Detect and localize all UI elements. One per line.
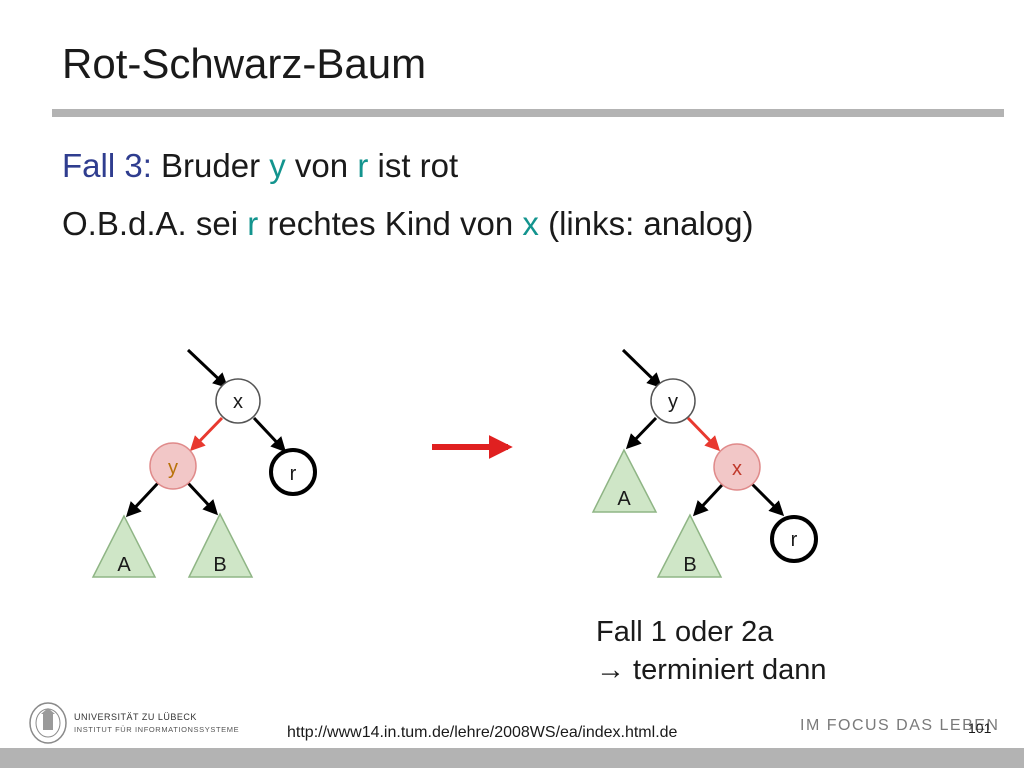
slogan: IM FOCUS DAS LEBEN bbox=[800, 717, 1000, 734]
right-label-B: B bbox=[683, 554, 696, 576]
left-edge-x-r bbox=[252, 416, 287, 453]
right-edge-y-A bbox=[625, 416, 658, 450]
left-label-r: r bbox=[290, 463, 297, 485]
right-subtree-A bbox=[591, 448, 658, 513]
right-incoming-edge bbox=[621, 348, 663, 389]
assumption-text-3: (links: analog) bbox=[538, 205, 754, 242]
var-r-2: r bbox=[247, 205, 259, 242]
title-divider bbox=[52, 109, 1004, 117]
assumption-description: O.B.d.A. sei r rechtes Kind von x (links… bbox=[62, 204, 754, 244]
left-incoming-edge bbox=[186, 348, 229, 389]
left-subtree-B bbox=[187, 512, 254, 578]
right-label-r: r bbox=[791, 529, 798, 551]
assumption-text-2: rechtes Kind von bbox=[258, 205, 523, 242]
institute-name: INSTITUT FÜR INFORMATIONSSYSTEME bbox=[74, 725, 240, 734]
right-tree bbox=[591, 348, 818, 578]
var-x: x bbox=[522, 205, 539, 242]
left-edge-x-y bbox=[189, 416, 224, 452]
right-label-y: y bbox=[668, 391, 678, 413]
left-edge-y-B bbox=[186, 481, 219, 516]
assumption-text-1: O.B.d.A. sei bbox=[62, 205, 248, 242]
left-label-A: A bbox=[117, 554, 131, 576]
case-text-3: ist rot bbox=[368, 147, 459, 184]
right-node-y bbox=[650, 378, 696, 424]
case-label: Fall 3: bbox=[62, 147, 152, 184]
university-name: UNIVERSITÄT ZU LÜBECK bbox=[74, 712, 197, 722]
right-label-A: A bbox=[617, 488, 631, 510]
right-edge-x-B bbox=[692, 483, 724, 517]
left-subtree-A bbox=[91, 514, 157, 578]
left-tree bbox=[91, 348, 317, 578]
left-node-x bbox=[215, 378, 261, 424]
case-description: Fall 3: Bruder y von r ist rot bbox=[62, 146, 458, 186]
right-node-x bbox=[713, 443, 761, 491]
result-note-line1: Fall 1 oder 2a bbox=[596, 616, 774, 648]
page-number: 101 bbox=[968, 720, 992, 736]
left-label-x: x bbox=[233, 391, 243, 413]
footer-bar bbox=[0, 748, 1024, 768]
var-r: r bbox=[357, 147, 369, 184]
left-label-B: B bbox=[213, 554, 226, 576]
right-edge-y-x bbox=[686, 416, 721, 452]
result-note-line2: → terminiert dann bbox=[596, 654, 827, 686]
slide-title: Rot-Schwarz-Baum bbox=[62, 40, 427, 87]
case-text-1: Bruder bbox=[151, 147, 270, 184]
right-node-r bbox=[770, 515, 818, 563]
right-label-x: x bbox=[732, 458, 742, 480]
left-node-y bbox=[149, 442, 197, 490]
right-subtree-B bbox=[656, 513, 723, 578]
var-y: y bbox=[269, 147, 286, 184]
right-edge-x-r bbox=[750, 482, 785, 517]
case-text-2: von bbox=[285, 147, 358, 184]
left-label-y: y bbox=[168, 457, 178, 479]
source-url[interactable]: http://www14.in.tum.de/lehre/2008WS/ea/i… bbox=[287, 724, 678, 741]
university-seal-icon bbox=[29, 702, 67, 744]
left-edge-y-A bbox=[125, 481, 160, 518]
left-node-r bbox=[269, 448, 317, 496]
